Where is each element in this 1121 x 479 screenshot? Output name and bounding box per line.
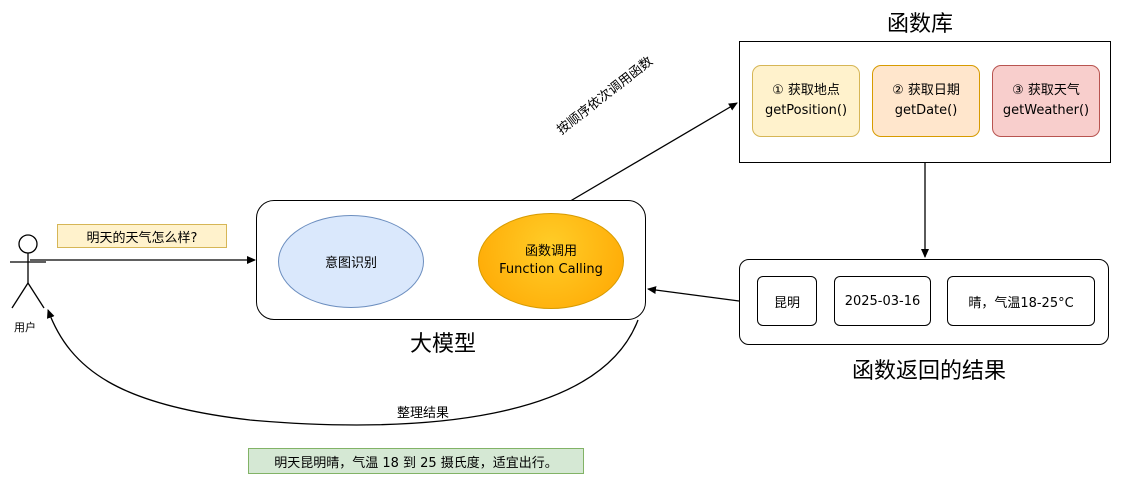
function-code: getWeather() [1002, 103, 1090, 118]
function-get-position: ① 获取地点 getPosition() [752, 65, 860, 137]
user-actor-icon [10, 234, 46, 309]
user-label: 用户 [14, 321, 36, 334]
edge-label-organize-result: 整理结果 [397, 406, 450, 421]
function-label: ① 获取地点 [772, 83, 840, 98]
function-get-date: ② 获取日期 getDate() [872, 65, 980, 137]
answer-note: 明天昆明晴，气温 18 到 25 摄氏度，适宜出行。 [248, 448, 584, 474]
function-get-weather: ③ 获取天气 getWeather() [992, 65, 1100, 137]
function-calling-title: 函数调用 [524, 244, 577, 259]
question-note: 明天的天气怎么样? [57, 224, 227, 248]
result-weather: 晴，气温18-25°C [947, 276, 1095, 326]
results-title: 函数返回的结果 [852, 359, 1007, 384]
result-location: 昆明 [757, 276, 817, 326]
function-calling-node: 函数调用 Function Calling [478, 213, 624, 309]
function-library-title: 函数库 [887, 12, 954, 37]
intent-recognition-node: 意图识别 [278, 215, 424, 308]
function-code: getPosition() [764, 103, 848, 118]
llm-title: 大模型 [410, 332, 477, 357]
result-date: 2025-03-16 [834, 276, 931, 326]
edge-llm-to-user [47, 309, 639, 426]
function-label: ③ 获取天气 [1012, 83, 1080, 98]
function-label: ② 获取日期 [892, 83, 960, 98]
function-calling-subtitle: Function Calling [499, 262, 603, 277]
function-code: getDate() [894, 103, 958, 118]
edge-results-to-llm [647, 286, 740, 302]
edge-call-to-library [549, 102, 738, 214]
